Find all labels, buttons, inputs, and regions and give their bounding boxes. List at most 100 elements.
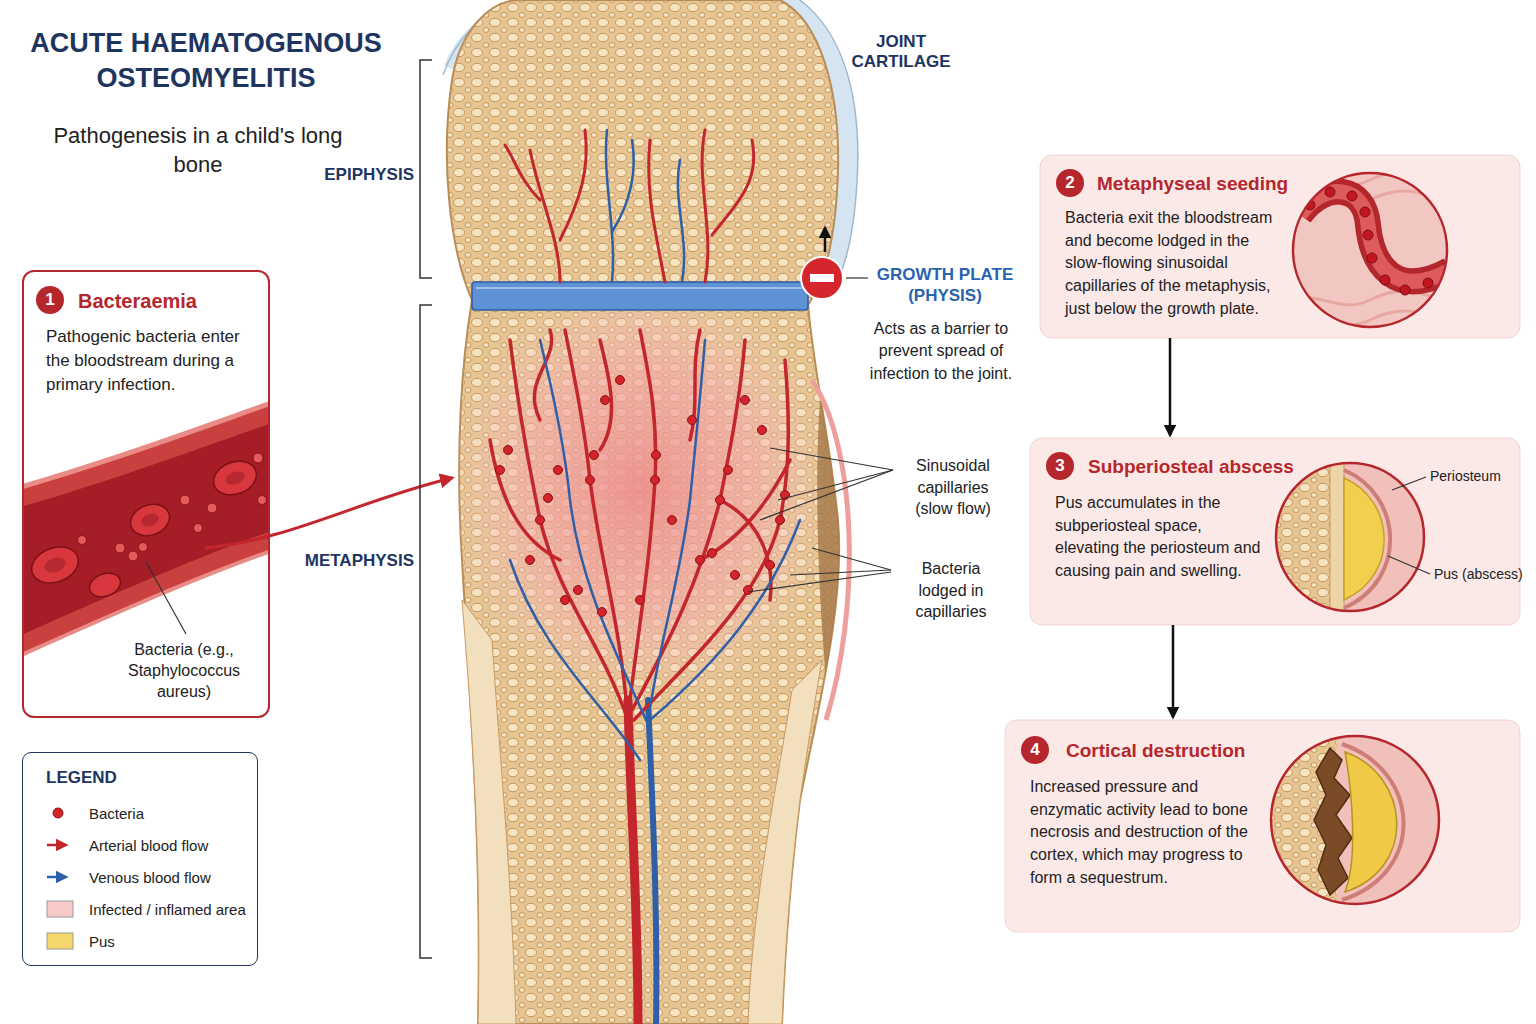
epiphyseal-vessels (606, 130, 684, 282)
epiphyseal-vessels (530, 150, 560, 282)
inset-seeding (1300, 192, 1450, 282)
callout-number-text: 4 (1020, 735, 1050, 765)
step-description: Pathogenic bacteria enter the bloodstrea… (46, 325, 251, 397)
inset-seeding (1400, 285, 1410, 295)
inset-seeding (1290, 171, 1450, 327)
inset-abscess (1344, 470, 1390, 608)
step-heading: Cortical destruction (1066, 739, 1520, 763)
blood-vessel-illustration (207, 503, 217, 513)
inset-abscess (1270, 460, 1424, 620)
bracket (420, 60, 432, 278)
inset-abscess (1388, 556, 1430, 574)
blood-vessel-illustration (139, 511, 160, 528)
label-holder: GROWTH PLATE (PHYSIS) (870, 264, 1020, 307)
callout-number: 4 (1020, 735, 1050, 765)
blood-vessel-illustration (139, 543, 148, 552)
metaphyseal-vessels (636, 596, 645, 605)
blood-vessel-illustration (27, 455, 262, 600)
metaphyseal-vessels (648, 700, 656, 1024)
box-panel (1005, 720, 1520, 932)
barrier-symbol (801, 228, 868, 299)
label-holder: LEGEND (46, 767, 166, 788)
blood-vessel-illustration (86, 569, 124, 601)
metaphyseal-vessels (652, 451, 661, 460)
callout-label: Bacteria lodged in capillaries (896, 558, 1006, 623)
inset-cortical-destruction (1265, 730, 1439, 910)
step-box: Metaphyseal seedingBacteria exit the blo… (1040, 155, 1520, 338)
inset-abscess (1388, 477, 1430, 574)
epiphyseal-vessels (606, 130, 613, 282)
epiphyseal-vessels (560, 130, 586, 240)
callout-number-text: 3 (1045, 451, 1075, 481)
metaphyseal-vessels (496, 466, 505, 475)
step-description: Increased pressure and enzymatic activit… (1030, 776, 1255, 890)
metaphyseal-vessels (700, 460, 790, 560)
metaphyseal-vessels (776, 516, 785, 525)
legend-item: Bacteria (45, 797, 257, 829)
metaphyseal-vessels (561, 596, 570, 605)
leader-line (812, 548, 891, 570)
inset-seeding (1290, 171, 1450, 327)
inset-abscess (1276, 463, 1424, 611)
part-name: EPIPHYSIS (316, 164, 414, 185)
leader-line (748, 572, 891, 592)
legend-sample (47, 876, 66, 879)
label-holder: Pus (abscess) (1434, 565, 1526, 585)
legend-sample (47, 844, 66, 847)
label-holder: Pathogenesis in a child's long bone (48, 122, 348, 179)
long-bone (472, 282, 808, 310)
inset-cortical-destruction (1314, 748, 1352, 895)
metaphyseal-vessels (651, 476, 660, 485)
inset-cortical-destruction (1265, 730, 1439, 910)
leader-line (146, 562, 186, 634)
inset-seeding (1300, 192, 1450, 282)
legend-box: BacteriaArterial blood flowVenous blood … (22, 752, 258, 966)
callout-number: 1 (35, 285, 65, 315)
metaphyseal-vessels (630, 330, 656, 700)
legend-sample (45, 867, 75, 887)
metaphyseal-vessels (598, 608, 607, 617)
blood-vessel-illustration (126, 499, 174, 541)
legend-text: Arterial blood flow (89, 837, 208, 854)
inset-cortical-destruction (1342, 744, 1404, 900)
metaphyseal-vessels (504, 446, 513, 455)
legend-text: Pus (89, 933, 115, 950)
callout-circle (36, 286, 64, 314)
callout-circle (1056, 169, 1084, 197)
callout-label: Sinusoidal capillaries (slow flow) (898, 455, 1008, 520)
legend-swatch (47, 901, 73, 917)
label-holder: Acts as a barrier to prevent spread of i… (866, 318, 1016, 385)
legend-sample (45, 931, 75, 951)
bacteria-label: Bacteria (e.g., Staphylococcus aureus) (104, 640, 264, 702)
metaphyseal-vessels (544, 494, 553, 503)
callout-number: 2 (1055, 168, 1085, 198)
flow-arrow (1169, 338, 1172, 435)
metaphyseal-vessels (688, 416, 697, 425)
metaphyseal-vessels (540, 340, 646, 720)
epiphyseal-vessels (712, 140, 754, 235)
inset-seeding (1325, 187, 1335, 197)
metaphyseal-vessels (708, 549, 717, 558)
inset-seeding (1367, 253, 1377, 263)
metaphyseal-vessels (510, 340, 800, 760)
blood-vessel-illustration (78, 536, 87, 545)
legend-item: Venous blood flow (45, 861, 257, 893)
inset-abscess (1270, 460, 1332, 620)
inset-seeding (1290, 311, 1450, 325)
legend-text: Infected / inflamed area (89, 901, 246, 918)
metaphyseal-vessels (574, 586, 583, 595)
leader-line (146, 562, 186, 634)
metaphyseal-vessels (696, 556, 705, 565)
metaphyseal-vessels (632, 340, 745, 710)
callout-number: 3 (1045, 451, 1075, 481)
bracket (420, 60, 432, 958)
label-holder: METAPHYSIS (300, 550, 414, 571)
metaphyseal-vessels (526, 556, 535, 565)
entry-arrow (205, 478, 452, 548)
legend-swatch (47, 933, 73, 949)
epiphyseal-vessels (505, 130, 754, 282)
step-heading: Bacteraemia (78, 289, 268, 314)
inset-cortical-destruction (1271, 736, 1439, 904)
